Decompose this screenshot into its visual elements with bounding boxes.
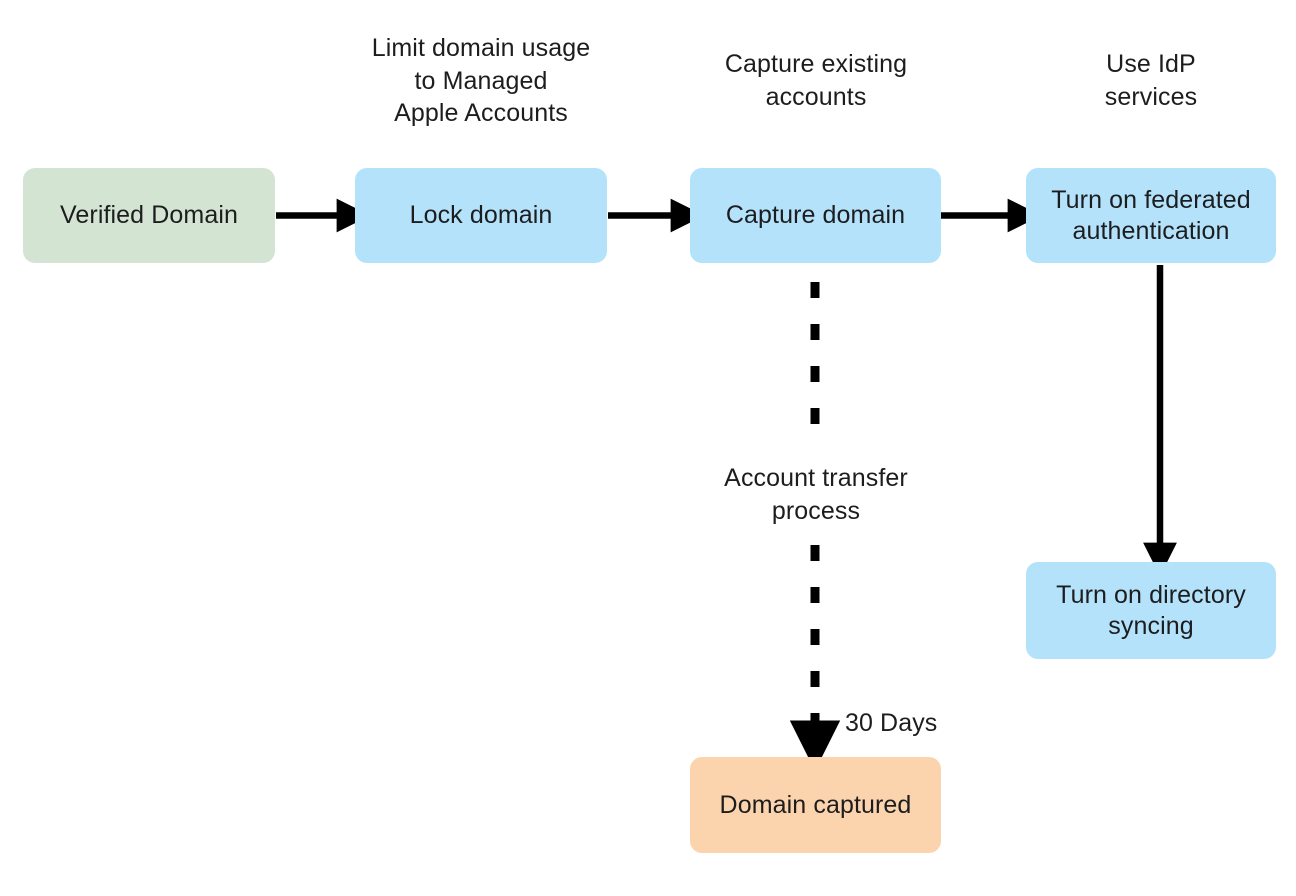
node-turn-on-directory-syncing[interactable]: Turn on directory syncing (1026, 562, 1276, 659)
node-lock-domain[interactable]: Lock domain (355, 168, 607, 263)
node-capture-domain[interactable]: Capture domain (690, 168, 941, 263)
federated-auth-caption: Use IdP services (1104, 50, 1198, 111)
thirty-days-caption: 30 Days (845, 709, 938, 737)
capture-domain-caption: Capture existing accounts (724, 50, 908, 111)
lock-domain-caption: Limit domain usage to Managed Apple Acco… (371, 34, 591, 127)
account-transfer-caption: Account transfer process (724, 464, 908, 525)
node-verified-domain[interactable]: Verified Domain (23, 168, 275, 263)
node-domain-captured[interactable]: Domain captured (690, 757, 941, 853)
node-turn-on-federated-authentication[interactable]: Turn on federated authentication (1026, 168, 1276, 263)
